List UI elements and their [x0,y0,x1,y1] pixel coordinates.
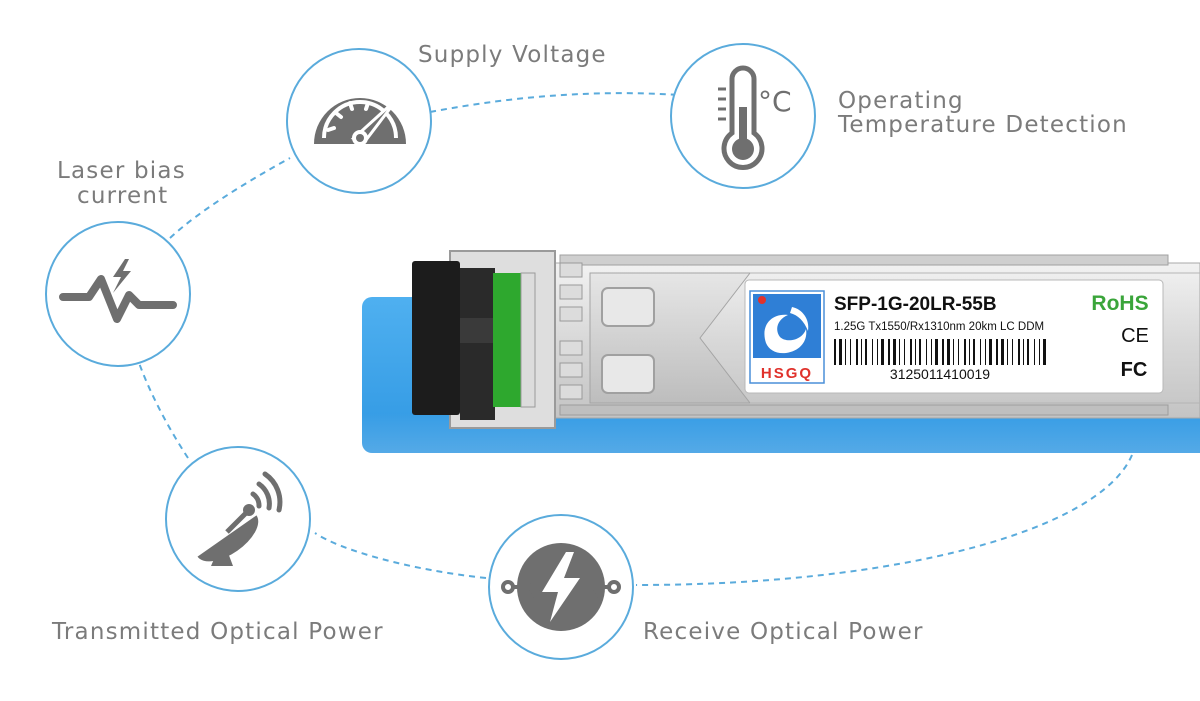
rx-power-circle [488,514,634,660]
temperature-circle: °C [670,43,816,189]
supply-voltage-circle [286,48,432,194]
barcode-bar [973,339,975,365]
dashed-loop-path [125,92,1133,586]
pulse-icon [59,259,177,323]
barcode-bar [899,339,900,365]
barcode-bar [985,339,986,365]
ce-mark: CE [1121,325,1149,347]
barcode-bar [850,339,851,365]
barcode-bar [1034,339,1035,365]
barcode-bar [915,339,916,365]
barcode-bar [935,339,938,365]
fc-mark: FC [1121,359,1148,381]
laser-bias-label-line2: current [77,183,169,209]
barcode-bar [1012,339,1013,365]
barcode-bar [1039,339,1040,365]
barcode-bar [919,339,921,365]
barcode-bar [953,339,954,365]
lightning-circuit-icon [501,543,621,631]
sfp-slot-top [601,287,655,327]
spec-line: 1.25G Tx1550/Rx1310nm 20km LC DDM [834,321,1044,333]
temperature-label-line2: Temperature Detection [838,112,1128,138]
thermometer-icon: °C [718,65,792,170]
serial-number: 3125011410019 [890,366,990,382]
barcode-bar [1007,339,1008,365]
barcode-bar [980,339,981,365]
barcode-bar [834,339,836,365]
barcode-bar [861,339,862,365]
barcode-bar [872,339,873,365]
barcode-bar [856,339,858,365]
celsius-unit: °C [758,85,792,118]
barcode-bar [926,339,927,365]
barcode-bar [947,339,950,365]
barcode [834,339,1046,365]
barcode-bar [1023,339,1024,365]
barcode-bar [893,339,896,365]
barcode-bar [839,339,842,365]
barcode-bar [931,339,932,365]
tx-power-circle [165,446,311,592]
barcode-bar [1001,339,1004,365]
sfp-top-rail [559,254,1169,266]
laser-bias-label-line1: Laser bias [57,158,186,184]
sfp-teeth [559,262,583,400]
barcode-bar [958,339,959,365]
barcode-bar [989,339,992,365]
temperature-label-line1: Operating [838,88,964,114]
satellite-dish-icon [197,471,283,566]
sfp-module: HSGQ SFP-1G-20LR-55B 1.25G Tx1550/Rx1310… [412,250,1200,429]
rohs-mark: RoHS [1091,292,1148,315]
laser-bias-circle [45,221,191,367]
barcode-bar [1043,339,1046,365]
brand-swirl-icon [764,314,807,354]
barcode-bar [1018,339,1020,365]
barcode-bar [1027,339,1029,365]
barcode-bar [969,339,970,365]
barcode-bar [881,339,884,365]
lc-housing [412,261,460,415]
barcode-bar [904,339,905,365]
gauge-icon [314,96,406,146]
barcode-bar [877,339,878,365]
barcode-bar [942,339,944,365]
barcode-bar [865,339,867,365]
tx-power-label: Transmitted Optical Power [52,619,384,645]
part-number: SFP-1G-20LR-55B [834,294,997,315]
module-label [744,279,1164,394]
brand-name: HSGQ [761,365,813,382]
barcode-bar [888,339,890,365]
sfp-bottom-rail [559,404,1169,416]
green-latch [493,273,521,407]
barcode-bar [996,339,998,365]
supply-voltage-label: Supply Voltage [418,42,607,68]
rx-power-label: Receive Optical Power [643,619,924,645]
barcode-bar [910,339,912,365]
barcode-bar [845,339,846,365]
barcode-bar [964,339,966,365]
brand-red-dot [758,296,766,304]
sfp-slot-bottom [601,354,655,394]
